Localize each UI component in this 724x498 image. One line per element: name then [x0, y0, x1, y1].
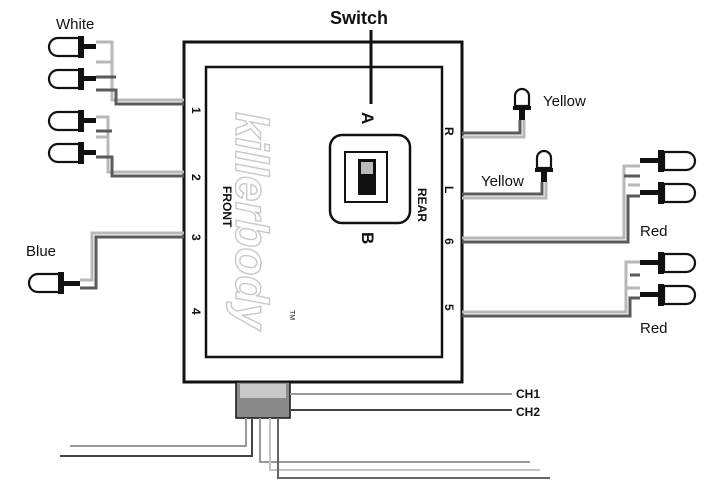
port-label-5: 5 [442, 304, 456, 311]
port-label-r: R [442, 127, 456, 136]
led-blue [27, 272, 80, 294]
led-red-2 [640, 182, 697, 204]
led-red-3 [640, 252, 697, 274]
led-yellow-l [535, 149, 553, 182]
wires-port-2 [96, 115, 184, 178]
receiver-connector-top [240, 384, 286, 398]
port-label-1: 1 [189, 107, 203, 114]
port-label-l: L [442, 186, 456, 193]
port-label-2: 2 [189, 174, 203, 181]
watermark-logo: killerbody [226, 112, 278, 332]
wires-port-1 [96, 40, 184, 106]
led-white-2 [47, 68, 96, 90]
label-blue: Blue [26, 243, 56, 260]
port-label-4: 4 [189, 308, 203, 315]
switch-position-b: B [358, 232, 377, 244]
wires-port-3 [80, 231, 184, 290]
wires-port-l [462, 182, 548, 200]
label-yellow-r: Yellow [543, 93, 586, 110]
led-red-4 [640, 284, 697, 306]
watermark-tm: TM [288, 310, 295, 320]
switch-title: Switch [330, 8, 388, 28]
wires-port-r [462, 120, 526, 139]
rear-label: REAR [415, 188, 429, 222]
port-label-6: 6 [442, 238, 456, 245]
label-red-top: Red [640, 223, 668, 240]
label-ch2: CH2 [516, 405, 540, 419]
led-white-1 [47, 36, 96, 58]
label-white: White [56, 16, 94, 33]
port-label-3: 3 [189, 234, 203, 241]
front-label: FRONT [220, 186, 234, 228]
led-white-3 [47, 110, 96, 132]
wires-port-5 [462, 260, 640, 318]
led-yellow-r [513, 87, 531, 120]
switch-toggle-knob [361, 162, 373, 174]
receiver-lead-wires [60, 393, 550, 479]
led-red-1 [640, 150, 697, 172]
label-ch1: CH1 [516, 387, 540, 401]
led-white-4 [47, 142, 96, 164]
wires-port-6 [462, 164, 640, 244]
label-red-bottom: Red [640, 320, 668, 337]
label-yellow-l: Yellow [481, 173, 524, 190]
switch-position-a: A [358, 112, 377, 124]
